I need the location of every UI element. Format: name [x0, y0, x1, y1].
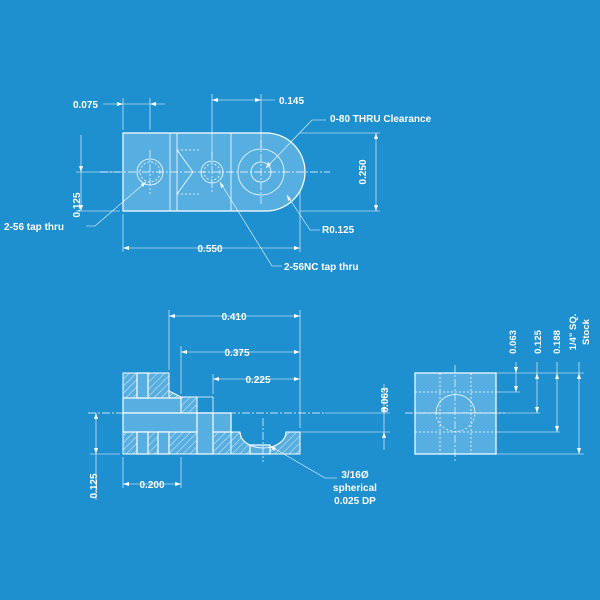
dim-0-125-side: 0.125 [533, 329, 544, 353]
side-view-body [414, 372, 497, 455]
dim-0-225: 0.225 [245, 375, 270, 386]
dim-0-063-front: 0.063 [380, 387, 391, 412]
dim-0-250: 0.250 [358, 159, 369, 184]
dim-0-375: 0.375 [224, 348, 249, 359]
dim-0-550: 0.550 [197, 244, 222, 255]
stock-note-line1: 1/4" SQ. [568, 314, 579, 351]
dim-0-125-top: 0.125 [72, 192, 83, 217]
dim-0-188: 0.188 [552, 330, 563, 354]
spherical-note-line2: spherical [333, 483, 377, 494]
dim-0-125-front: 0.125 [89, 473, 100, 498]
spherical-note-line3: 0.025 DP [334, 496, 376, 507]
tap-nc-note: 2-56NC tap thru [284, 262, 358, 273]
clearance-note: 0-80 THRU Clearance [330, 114, 432, 125]
dim-0-200: 0.200 [139, 480, 164, 491]
dim-0-063-side: 0.063 [508, 330, 519, 354]
front-view-outline [122, 372, 301, 455]
dim-0-410: 0.410 [221, 312, 246, 323]
radius-note: R0.125 [322, 225, 355, 236]
spherical-note-line1: 3/16Ø [341, 470, 368, 481]
top-view: 0.075 0.145 0.125 0.250 0.550 0-80 THRU [4, 94, 432, 273]
dim-0-075: 0.075 [73, 100, 98, 111]
tap-note: 2-56 tap thru [4, 222, 64, 233]
dim-0-145: 0.145 [279, 96, 304, 107]
side-view: 0.063 0.125 0.188 1/4" SQ. Stock [405, 314, 592, 462]
front-view: 0.410 0.375 0.225 0.063 0.125 0.200 [88, 310, 391, 507]
stock-note-line2: Stock [581, 318, 592, 345]
